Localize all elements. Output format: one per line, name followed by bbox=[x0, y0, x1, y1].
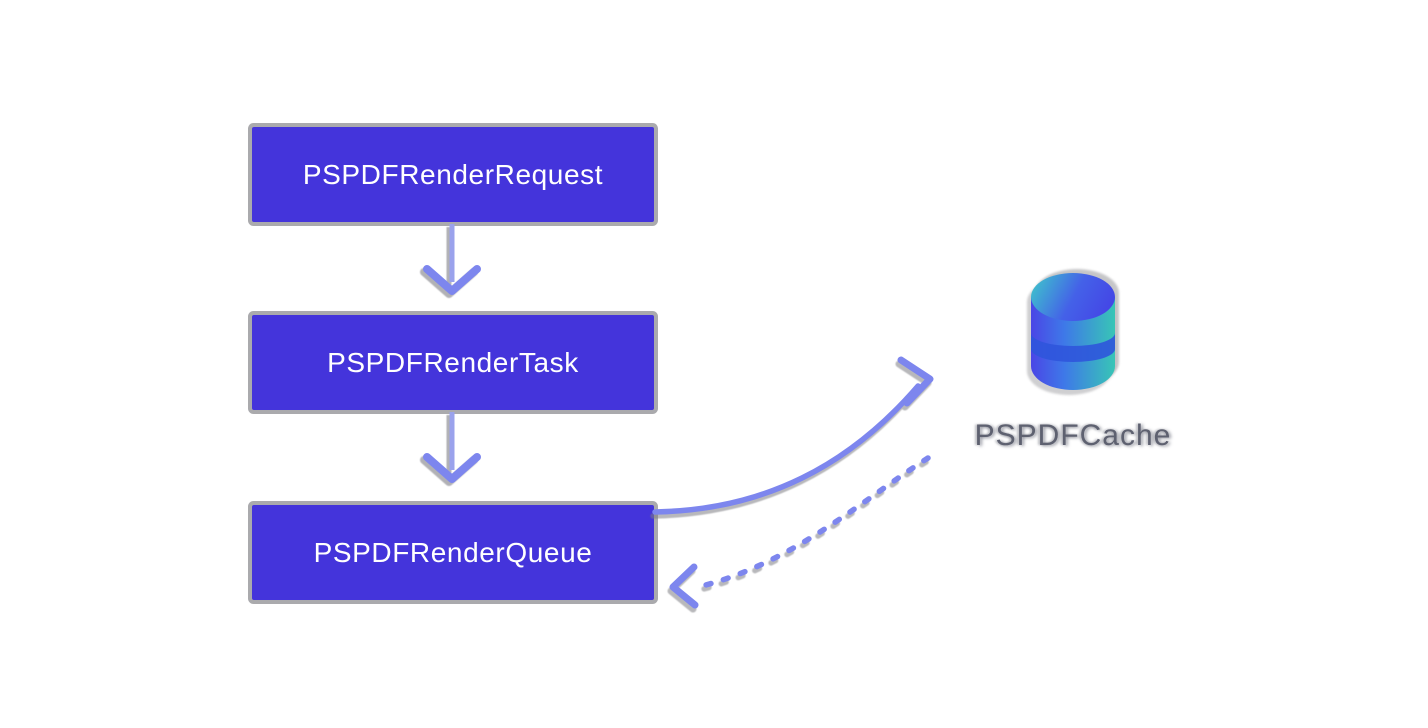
database-icon bbox=[1031, 273, 1115, 390]
node-label: PSPDFRenderQueue bbox=[313, 536, 593, 568]
arrow-cache-to-queue-icon bbox=[669, 455, 931, 609]
node-pspdf-render-task: PSPDFRenderTask bbox=[252, 315, 654, 410]
arrow-queue-to-cache-icon bbox=[652, 356, 934, 515]
arrow-task-to-queue-icon bbox=[423, 412, 481, 483]
cache-label: PSPDFCache bbox=[974, 419, 1172, 452]
arrow-request-to-task-icon bbox=[423, 224, 481, 295]
node-pspdf-render-queue: PSPDFRenderQueue bbox=[252, 505, 654, 600]
node-pspdf-render-request: PSPDFRenderRequest bbox=[252, 127, 654, 222]
node-label: PSPDFRenderTask bbox=[327, 346, 579, 378]
node-label: PSPDFRenderRequest bbox=[302, 158, 604, 190]
